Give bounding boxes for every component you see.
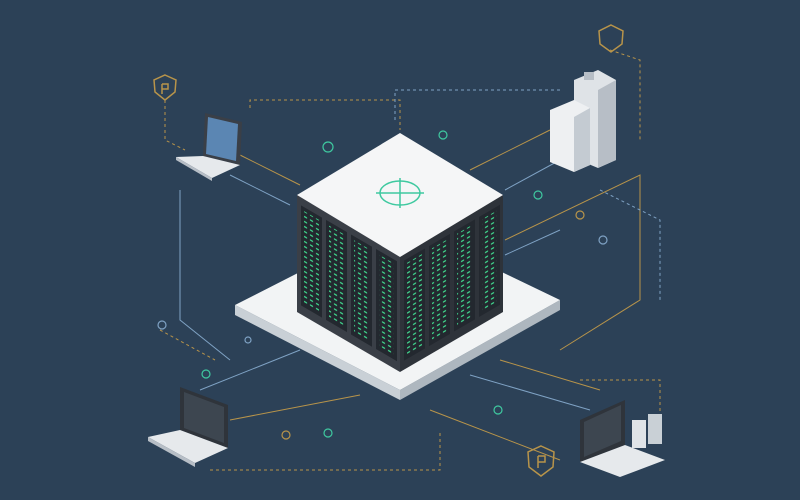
small-icons: [157, 130, 608, 440]
key-icon: [281, 430, 291, 440]
laptop-icon: [580, 400, 665, 477]
shield-icon: [598, 24, 624, 53]
dollar-coin-icon: [438, 130, 448, 140]
dollar-coin-icon: [323, 428, 333, 438]
laptop-icon: [148, 387, 228, 467]
dollar-coin-icon: [575, 210, 585, 220]
office-building-icon: [550, 70, 616, 172]
target-crosshair-icon: [376, 178, 424, 208]
rack-left: [301, 205, 397, 362]
rack-right: [404, 204, 500, 361]
refresh-icon: [157, 320, 167, 330]
refresh-icon: [244, 336, 252, 344]
shield-icon: [153, 74, 177, 101]
dollar-coin-icon: [201, 369, 211, 379]
laptop-icon: [176, 113, 242, 181]
server-cube: [297, 133, 503, 372]
connection-lines: [159, 49, 661, 471]
shield-icon: [527, 445, 555, 477]
dollar-coin-icon: [533, 190, 543, 200]
refresh-icon: [598, 235, 608, 245]
chart-icon: [322, 141, 334, 153]
database-icon: [493, 405, 503, 415]
